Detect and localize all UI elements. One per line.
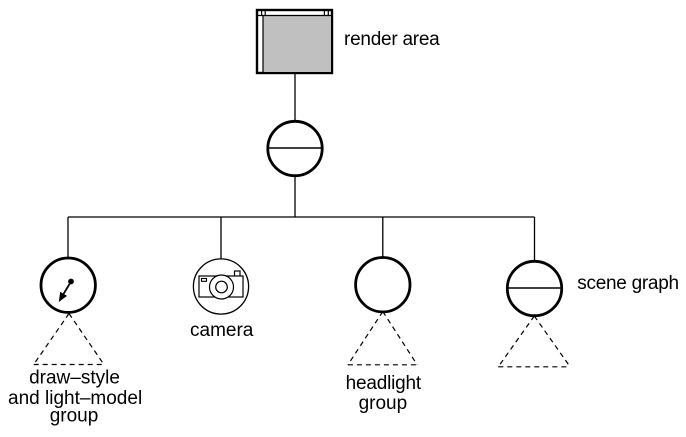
svg-text:scene graph: scene graph: [577, 273, 679, 294]
svg-text:headlight: headlight: [346, 373, 422, 394]
svg-text:camera: camera: [190, 320, 254, 341]
svg-text:and light–model: and light–model: [8, 388, 142, 409]
svg-text:draw–style: draw–style: [29, 367, 120, 388]
svg-text:render area: render area: [344, 29, 440, 50]
svg-text:group: group: [50, 405, 99, 426]
svg-text:group: group: [359, 393, 408, 414]
